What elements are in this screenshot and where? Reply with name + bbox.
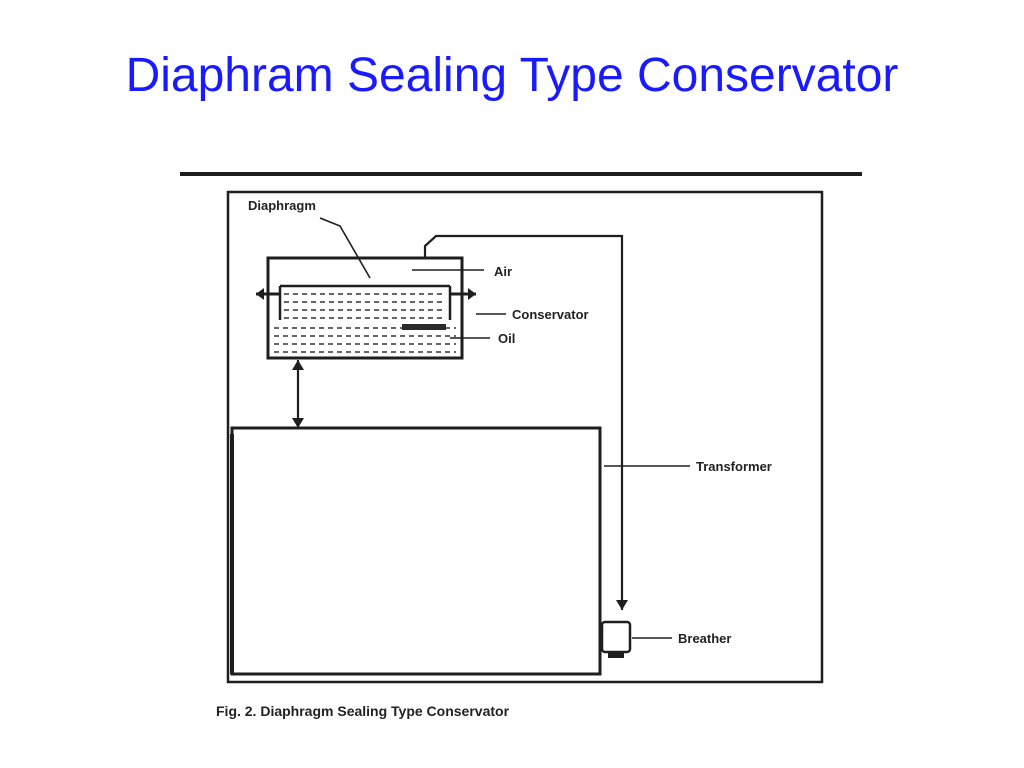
left-flange-arrow — [256, 288, 264, 300]
connecting-pipe-arrow-down — [292, 418, 304, 428]
outer-frame — [226, 190, 824, 684]
right-flange-arrow — [468, 288, 476, 300]
breather-cap — [608, 652, 624, 658]
figure-caption: Fig. 2. Diaphragm Sealing Type Conservat… — [216, 703, 510, 719]
diagram-figure: Diaphragm Air Conservator Oil Transforme… — [180, 170, 862, 730]
diagram-svg: Diaphragm Air Conservator Oil Transforme… — [180, 172, 862, 719]
slide-title: Diaphram Sealing Type Conservator — [125, 49, 899, 102]
breather-body — [600, 620, 632, 654]
label-air: Air — [494, 264, 512, 279]
connecting-pipe-arrow-up — [292, 360, 304, 370]
label-oil: Oil — [498, 331, 515, 346]
label-conservator: Conservator — [512, 307, 589, 322]
conservator-housing — [266, 256, 464, 300]
oil-fill — [274, 293, 456, 353]
diaphragm-leader — [319, 217, 371, 279]
transformer-tank — [230, 426, 602, 676]
oil-level-mark — [402, 324, 446, 330]
diaphragm-membrane — [278, 284, 452, 320]
label-breather: Breather — [678, 631, 731, 646]
label-diaphragm: Diaphragm — [248, 198, 316, 213]
breather-pipe — [423, 234, 624, 610]
breather-pipe-arrow — [616, 600, 628, 610]
conservator-tank — [266, 300, 464, 360]
label-transformer: Transformer — [696, 459, 772, 474]
